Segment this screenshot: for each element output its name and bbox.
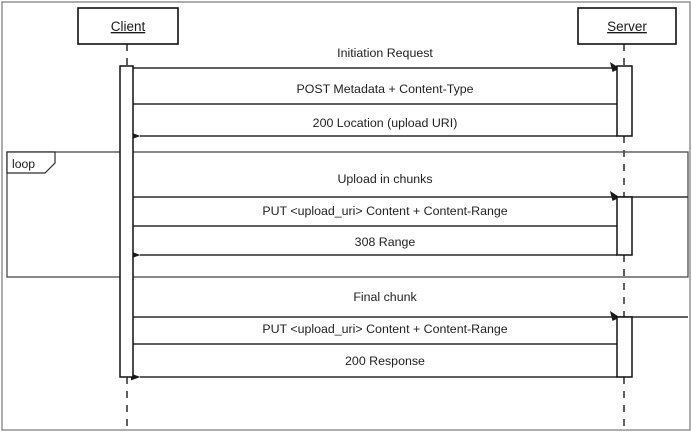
activations-group	[119, 65, 633, 378]
participant-server[interactable]: Server	[577, 7, 677, 45]
caption-post-metadata: POST Metadata + Content-Type	[296, 82, 473, 96]
caption-final-chunk: Final chunk	[353, 290, 417, 304]
client-activation-bar[interactable]	[119, 65, 134, 378]
caption-308-range: 308 Range	[355, 235, 416, 249]
server-head-box[interactable]	[577, 7, 677, 45]
server-activation-bar-3[interactable]	[616, 316, 633, 378]
lifelines-group	[126, 44, 625, 426]
client-label: Client	[111, 19, 146, 34]
caption-put-chunk: PUT <upload_uri> Content + Content-Range	[262, 204, 507, 218]
loop-fragment-tab	[6, 151, 56, 174]
client-head-box[interactable]	[77, 7, 179, 45]
server-label: Server	[607, 19, 647, 34]
participant-client[interactable]: Client	[77, 7, 179, 45]
server-activation-bar-2[interactable]	[616, 196, 633, 256]
server-activation-bar-1[interactable]	[616, 65, 633, 137]
caption-initiation-request: Initiation Request	[337, 46, 433, 60]
caption-200-response: 200 Response	[345, 354, 425, 368]
loop-fragment-label: loop	[12, 157, 35, 171]
caption-200-location: 200 Location (upload URI)	[313, 116, 458, 130]
messages-group	[131, 62, 688, 381]
caption-upload-in-chunks: Upload in chunks	[337, 172, 432, 186]
caption-put-final-chunk: PUT <upload_uri> Content + Content-Range	[262, 322, 507, 336]
loop-fragment-box	[6, 151, 689, 278]
loop-fragment[interactable]: loop	[6, 151, 689, 278]
message-captions-group: Initiation Request POST Metadata + Conte…	[262, 46, 507, 368]
